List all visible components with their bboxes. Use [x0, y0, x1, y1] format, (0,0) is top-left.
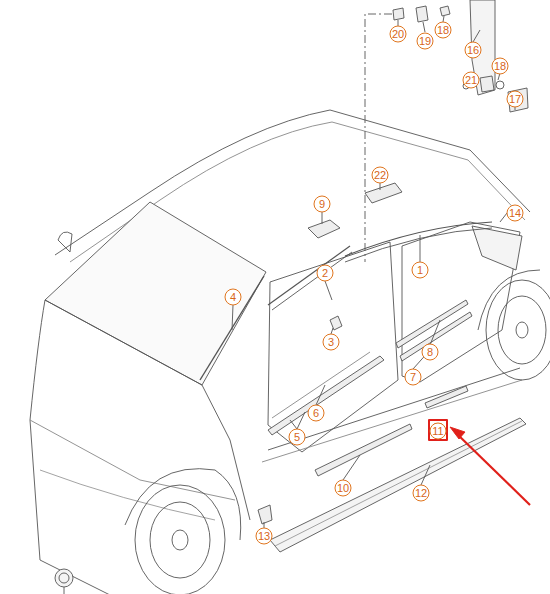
- callout-number: 20: [390, 26, 407, 43]
- callout-number: 11: [430, 423, 447, 440]
- callout-number: 12: [413, 485, 430, 502]
- callout-number: 2: [317, 265, 334, 282]
- callout-number: 5: [289, 429, 306, 446]
- callout-number: 17: [507, 91, 524, 108]
- callout-number: 18: [435, 22, 452, 39]
- callout-number: 13: [256, 528, 273, 545]
- callout-number: 16: [465, 42, 482, 59]
- callout-number: 22: [372, 167, 389, 184]
- callout-number: 8: [422, 344, 439, 361]
- callout-number: 3: [323, 334, 340, 351]
- callout-number: 6: [308, 405, 325, 422]
- callout-number: 4: [225, 289, 242, 306]
- callout-number: 7: [405, 369, 422, 386]
- callout-number: 14: [507, 205, 524, 222]
- callout-number: 18: [492, 58, 509, 75]
- callout-number: 9: [314, 196, 331, 213]
- callout-number: 10: [335, 480, 352, 497]
- callout-number: 1: [412, 262, 429, 279]
- callout-number: 21: [463, 72, 480, 89]
- callout-number: 19: [417, 33, 434, 50]
